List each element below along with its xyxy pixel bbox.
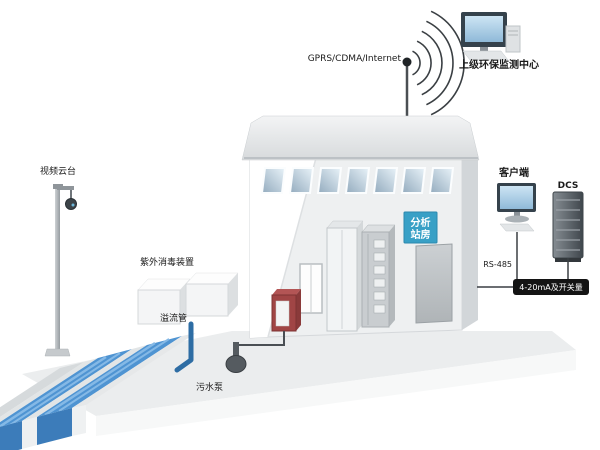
wireless-signal-icon — [412, 10, 465, 116]
water-streak — [58, 338, 170, 412]
antenna-dot — [402, 57, 412, 67]
monitor-screen — [465, 16, 503, 42]
window — [316, 167, 343, 194]
building-roof — [241, 115, 480, 161]
label-client: 客户端 — [498, 166, 529, 179]
cabinet-main — [326, 220, 364, 332]
station-sign-line1: 分析 — [411, 216, 431, 229]
building-cutaway-wall — [250, 158, 316, 338]
client-monitor-screen — [500, 186, 533, 209]
client-keyboard-icon — [499, 223, 535, 232]
label-monitoring-center: 上级环保监测中心 — [459, 58, 539, 71]
sewage-pump-shape — [225, 331, 285, 373]
label-rs485: RS-485 — [483, 260, 512, 269]
label-network: GPRS/CDMA/Internet — [308, 54, 402, 64]
uv-disinfection-device — [137, 272, 239, 325]
antenna — [402, 10, 465, 128]
station-sign-line2: 站房 — [411, 228, 431, 241]
channel-right-bank-front — [72, 405, 86, 436]
channel-divider-front — [22, 417, 37, 449]
platform-front — [96, 350, 576, 436]
tower-icon — [505, 25, 521, 53]
signal-bar: 4-20mA及开关量 — [513, 279, 589, 295]
window — [400, 167, 427, 194]
station-sign: 分析 站房 — [403, 211, 438, 244]
equipment-cabinets — [271, 220, 396, 332]
monitoring-center-computer — [461, 12, 521, 61]
uv-box-2 — [185, 272, 239, 317]
label-overflow-pipe: 溢流管 — [160, 312, 187, 324]
window — [372, 167, 399, 194]
client-monitor-base — [505, 215, 529, 223]
client-computer — [497, 183, 536, 232]
window-row — [260, 167, 455, 194]
dcs-server — [552, 191, 584, 262]
water-streak — [0, 355, 107, 428]
cabinet-small — [299, 263, 323, 314]
pole-base — [44, 348, 71, 357]
monitor-neck — [480, 47, 488, 52]
cabinet-red — [271, 289, 301, 332]
overflow-pipe-shape — [174, 321, 194, 373]
keyboard-icon — [462, 50, 509, 61]
camera-pole — [44, 184, 77, 357]
camera-icon — [65, 198, 77, 210]
water-streak — [9, 352, 121, 426]
client-monitor-neck — [514, 212, 520, 217]
signal-bar-label: 4-20mA及开关量 — [519, 282, 582, 292]
label-sewage-pump: 污水泵 — [196, 381, 223, 393]
window — [344, 167, 371, 194]
channel-left-bank — [0, 358, 98, 423]
window — [288, 167, 315, 194]
water-channels — [0, 333, 196, 450]
uv-box-1 — [137, 278, 191, 325]
water-streak — [44, 341, 156, 417]
channel-right-bank — [72, 333, 196, 408]
label-video-platform: 视频云台 — [40, 165, 76, 177]
label-dcs: DCS — [558, 181, 579, 191]
station-door — [415, 243, 453, 324]
label-uv-disinfection: 紫外消毒装置 — [140, 256, 194, 268]
water-front-2 — [37, 408, 72, 445]
channel-divider — [22, 345, 147, 421]
building-side-right — [462, 154, 478, 330]
window — [260, 167, 287, 194]
water-front-1 — [0, 421, 22, 450]
window — [428, 167, 455, 194]
cabinet-rack — [361, 224, 396, 328]
